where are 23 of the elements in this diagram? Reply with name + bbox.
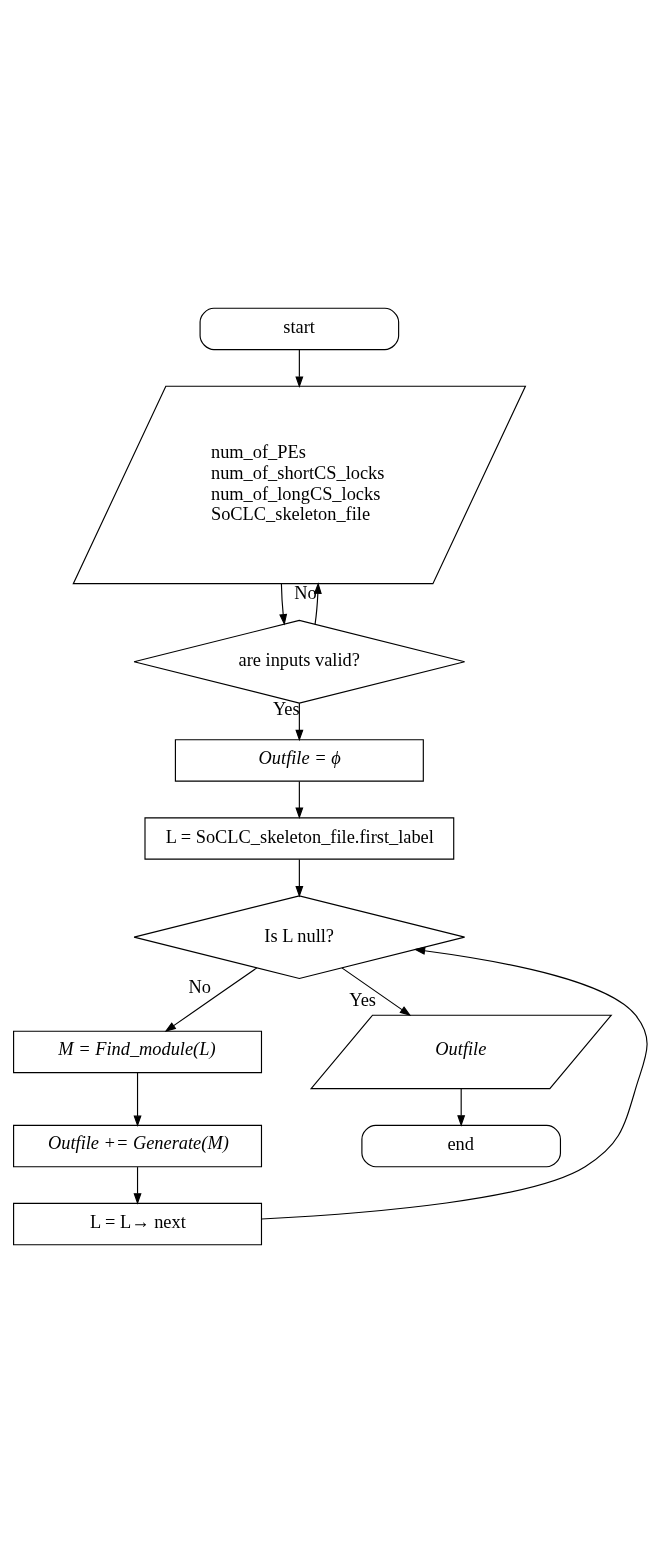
node-box: M = Find_module(L) [12,1030,262,1073]
node-box: start [199,307,399,350]
node-box: L = L→ next [12,1202,262,1245]
node-diamond: Is L null? [133,894,465,979]
arrow [294,858,303,898]
arrow [133,1166,142,1205]
arrow [313,581,322,625]
arrow [456,1087,465,1127]
edge-label: No [187,976,211,997]
arrow [340,966,411,1016]
node-box: Outfile += Generate(M) [12,1124,262,1167]
arrow [294,780,303,819]
node-box: L = SoCLC_skeleton_file.first_label [143,816,454,860]
node-box: end [360,1124,561,1167]
arrow [133,1071,142,1127]
arrow [260,946,648,1220]
edge-label: Yes [348,989,376,1010]
arrow [278,583,287,626]
edge-label: No [293,582,317,603]
arrow [294,348,303,388]
arrow [164,966,257,1032]
node-box: Outfile = ϕ [174,738,424,782]
arrow [294,702,303,741]
